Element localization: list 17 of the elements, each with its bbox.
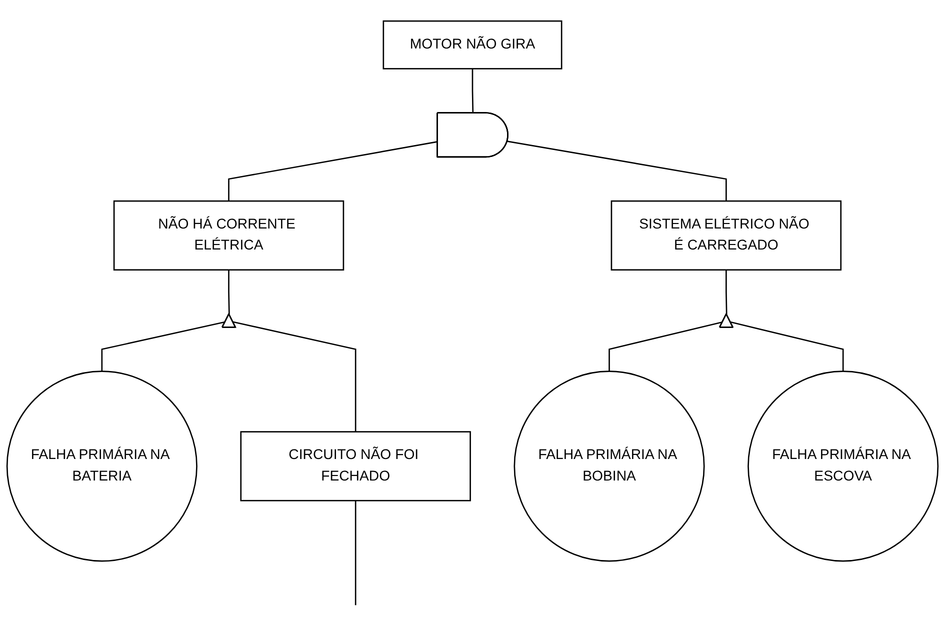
- connector: [228, 270, 230, 315]
- node-circle: FALHA PRIMÁRIA NA ESCOVA: [748, 370, 939, 562]
- connector: [232, 321, 356, 432]
- node-box: MOTOR NÃO GIRA: [382, 20, 562, 70]
- node-box: CIRCUITO NÃO FOI FECHADO: [240, 431, 471, 502]
- node-circle: FALHA PRIMÁRIA NA BATERIA: [6, 370, 198, 562]
- connector: [608, 322, 723, 372]
- connector: [472, 68, 474, 114]
- node-circle: FALHA PRIMÁRIA NA BOBINA: [514, 370, 705, 562]
- connector: [726, 270, 728, 315]
- node-box: SISTEMA ELÉTRICO NÃO É CARREGADO: [610, 200, 842, 271]
- connector: [730, 322, 844, 372]
- connector: [228, 141, 438, 202]
- connector: [101, 321, 226, 372]
- node-box: NÃO HÁ CORRENTE ELÉTRICA: [113, 200, 344, 271]
- connector: [354, 500, 356, 606]
- connector: [507, 140, 727, 202]
